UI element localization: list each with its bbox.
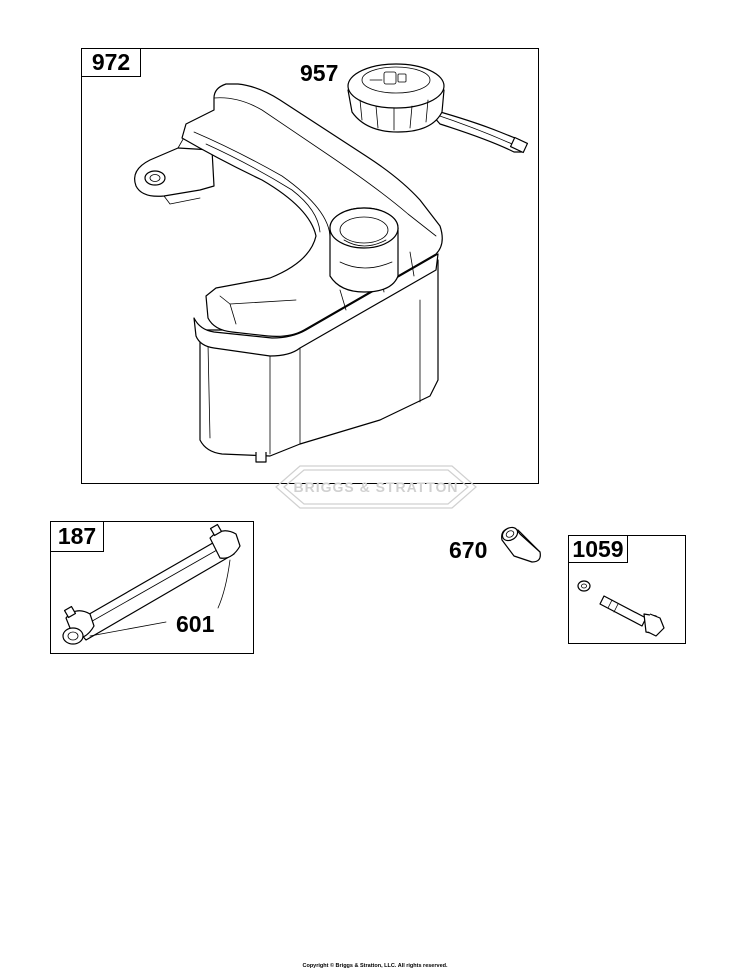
part-ref-957[interactable]: 957 [300,60,339,86]
copyright-footer: Copyright © Briggs & Stratton, LLC. All … [302,963,448,969]
fuel-tank-panel [81,48,539,484]
fuel-line-panel [50,521,254,654]
part-ref-tag-972[interactable]: 972 [81,48,141,77]
part-ref-670[interactable]: 670 [449,537,488,563]
part-ref-tag-187[interactable]: 187 [50,521,104,552]
watermark-text: BRIGGS & STRATTON [293,479,458,495]
part-ref-601[interactable]: 601 [176,611,215,637]
part-ref-tag-1059[interactable]: 1059 [568,535,628,563]
